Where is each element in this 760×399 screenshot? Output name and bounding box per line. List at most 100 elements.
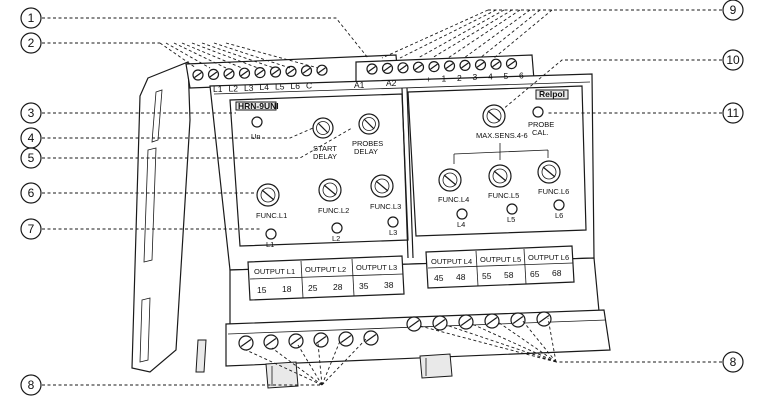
led-l5-label: L5: [507, 215, 515, 224]
svg-text:10: 10: [726, 53, 740, 67]
top-terminal-label-c: C: [306, 80, 312, 90]
top-right-terminal-screw[interactable]: [428, 60, 440, 73]
svg-text:8: 8: [28, 378, 35, 392]
top-terminal-label-plus: +: [426, 74, 431, 84]
probes-delay-knob[interactable]: [358, 113, 380, 135]
func-knob-l1[interactable]: [256, 183, 280, 207]
start-delay-label-2: DELAY: [313, 152, 337, 161]
pin-35: 35: [359, 281, 369, 291]
led-l3: [387, 216, 399, 228]
bottom-terminal-screw-right[interactable]: [432, 315, 448, 331]
pin-68: 68: [552, 268, 562, 278]
top-terminal-label-l2: L2: [229, 83, 239, 93]
bottom-terminal-screw-right[interactable]: [484, 313, 500, 329]
top-right-terminal-screw[interactable]: [474, 59, 487, 71]
top-left-terminal-screw[interactable]: [300, 65, 313, 77]
pin-55: 55: [482, 271, 492, 281]
top-terminal-label-a2: A2: [386, 78, 397, 88]
top-right-terminal-screw[interactable]: [505, 57, 518, 70]
top-left-terminal-screw[interactable]: [316, 64, 328, 76]
top-terminal-label-l6: L6: [291, 81, 301, 91]
bottom-terminal-screw-right[interactable]: [536, 311, 552, 327]
callout-7: 7: [20, 218, 42, 240]
top-right-terminal-screw[interactable]: [412, 61, 425, 73]
func-l2-label: FUNC.L2: [318, 206, 349, 215]
top-terminal-label-1: 1: [442, 73, 447, 83]
led-l6-label: L6: [555, 211, 563, 220]
bottom-terminal-screw-left[interactable]: [263, 334, 279, 350]
func-knob-l6[interactable]: [537, 160, 561, 184]
svg-text:8: 8: [730, 355, 737, 369]
led-l5: [506, 203, 518, 215]
top-terminal-label-5: 5: [504, 71, 509, 81]
bottom-terminals: [238, 311, 552, 351]
bottom-terminal-screw-left[interactable]: [363, 330, 379, 346]
output-l6-title: OUTPUT L6: [528, 253, 569, 262]
led-l1: [265, 228, 277, 240]
output-l5-title: OUTPUT L5: [480, 255, 521, 264]
svg-text:2: 2: [28, 36, 35, 50]
top-right-terminal-screw[interactable]: [397, 62, 409, 74]
func-l4-label: FUNC.L4: [438, 195, 469, 204]
top-left-terminal-screw[interactable]: [223, 68, 235, 80]
bottom-terminal-screw-left[interactable]: [338, 331, 354, 347]
leader-lines: [42, 9, 722, 386]
top-right-terminal-screw[interactable]: [381, 62, 394, 75]
start-delay-label-1: START: [313, 144, 337, 153]
func-knob-l3[interactable]: [370, 174, 394, 198]
bottom-terminal-screw-left[interactable]: [238, 335, 254, 351]
top-left-terminal-screw[interactable]: [285, 65, 297, 78]
front-panel-left: HRN-9UNI Un START DELAY PROBES DELAY: [235, 101, 401, 249]
top-right-terminal-screw[interactable]: [490, 58, 502, 70]
svg-text:4: 4: [28, 131, 35, 145]
func-knob-l5[interactable]: [488, 164, 512, 188]
led-l1-label: L1: [266, 240, 274, 249]
callout-2: 2: [20, 32, 42, 54]
bottom-terminal-screw-right[interactable]: [510, 312, 526, 328]
top-terminal-label-4: 4: [488, 72, 493, 82]
probe-cal-button[interactable]: [532, 106, 544, 118]
top-right-terminal-screw[interactable]: [443, 60, 456, 72]
pin-28: 28: [333, 282, 343, 292]
callout-8-left: 8: [20, 374, 42, 396]
top-terminal-label-2: 2: [457, 73, 462, 83]
func-knob-l4[interactable]: [438, 168, 462, 192]
start-delay-knob[interactable]: [312, 117, 334, 139]
output-table-left: OUTPUT L1 OUTPUT L2 OUTPUT L3 15 18 25 2…: [249, 258, 404, 299]
bottom-terminal-screw-right[interactable]: [458, 314, 474, 330]
top-terminal-label-l5: L5: [275, 82, 285, 92]
top-terminal-label-l4: L4: [260, 82, 270, 92]
bottom-terminal-screw-left[interactable]: [288, 333, 304, 349]
bottom-terminal-screw-left[interactable]: [313, 332, 329, 348]
pin-48: 48: [456, 272, 466, 282]
pin-18: 18: [282, 284, 292, 294]
top-right-terminal-screw[interactable]: [366, 63, 378, 75]
svg-text:7: 7: [28, 222, 35, 236]
pin-58: 58: [504, 270, 514, 280]
callout-5: 5: [20, 147, 42, 169]
func-l5-label: FUNC.L5: [488, 191, 519, 200]
output-l2-title: OUTPUT L2: [305, 265, 346, 274]
top-left-terminal-screw[interactable]: [192, 69, 204, 81]
bottom-terminal-screw-right[interactable]: [406, 316, 422, 332]
callout-3: 3: [20, 102, 42, 124]
top-left-terminal-screw[interactable]: [269, 66, 282, 78]
func-l6-label: FUNC.L6: [538, 187, 569, 196]
func-knob-l2[interactable]: [318, 178, 342, 202]
top-right-terminal-screw[interactable]: [459, 59, 471, 72]
output-l3-title: OUTPUT L3: [356, 263, 397, 272]
top-terminal-label-6: 6: [519, 70, 524, 80]
top-left-terminal-screw[interactable]: [238, 67, 251, 79]
probes-delay-label-1: PROBES: [352, 139, 383, 148]
callouts: 1 2 3 4 5 6 7 8 8 9 10 11: [20, 0, 744, 396]
top-left-terminal-screw[interactable]: [207, 68, 220, 81]
max-sens-knob[interactable]: [482, 104, 506, 128]
top-left-terminal-screw[interactable]: [254, 66, 266, 79]
top-terminal-label-l1: L1: [213, 84, 223, 94]
output-l4-title: OUTPUT L4: [431, 257, 472, 266]
pin-45: 45: [434, 273, 444, 283]
svg-text:11: 11: [727, 106, 740, 120]
pin-38: 38: [384, 280, 394, 290]
